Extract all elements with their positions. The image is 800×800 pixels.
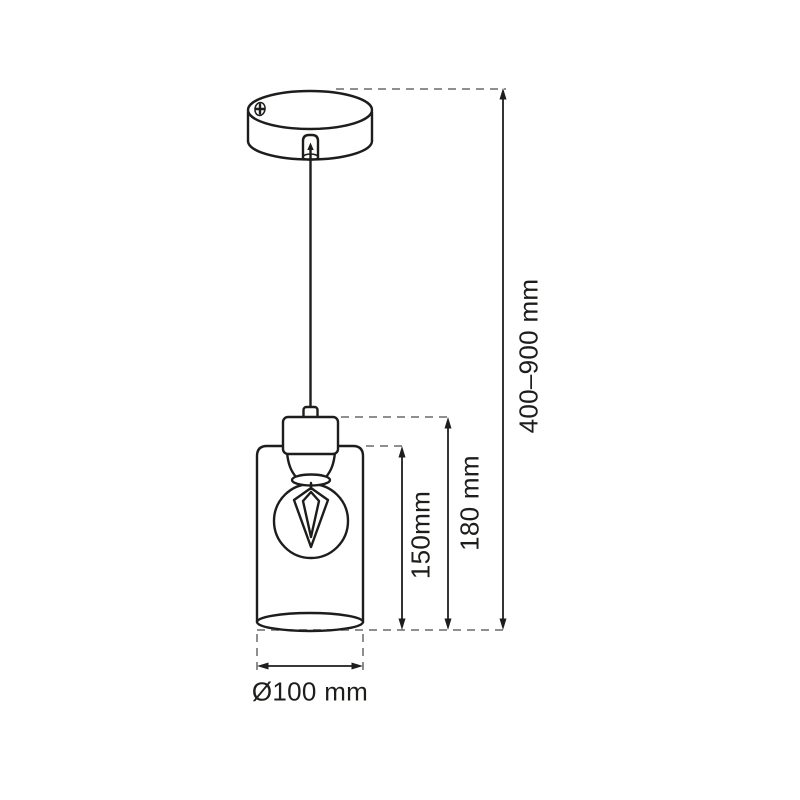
dimension-line-shade-height [398,446,406,630]
lamp-socket [281,415,340,456]
suspension-height-label: 400–900 mm [513,278,544,434]
dimension-line-shade-diameter [257,662,363,670]
extension-lines [256,88,506,672]
shade-diameter-label: Ø100 mm [251,676,369,707]
bulb-filament [292,481,330,549]
canopy-screw-icon [254,101,266,117]
fixture-height-label: 180 mm [454,455,485,551]
dimension-line-suspension-height [499,88,507,630]
socket-neck [285,450,337,479]
suspension-cord [307,142,314,412]
dimension-line-fixture-height [444,417,452,630]
shade-height-label: 150mm [405,490,436,580]
